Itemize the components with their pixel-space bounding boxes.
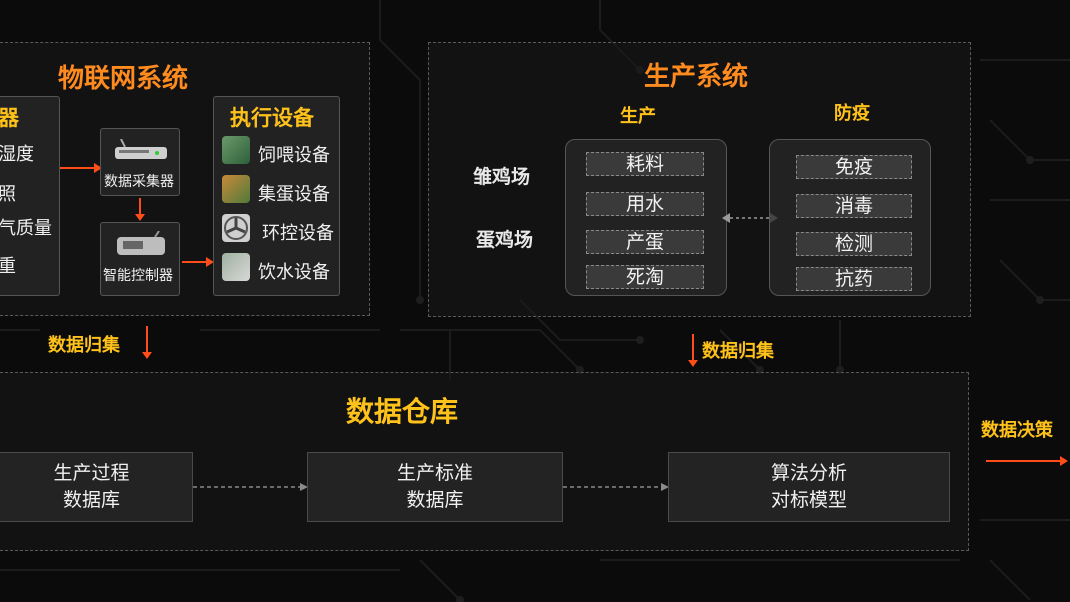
epidemic-item: 抗药 — [796, 267, 912, 291]
water-device-icon — [222, 253, 250, 281]
production-item: 产蛋 — [586, 230, 704, 254]
smart-controller: 智能控制器 — [100, 222, 180, 296]
sensor-item: 空气质量 — [0, 218, 52, 239]
collector-label: 数据采集器 — [104, 174, 174, 190]
sensor-group-heading: 器 — [0, 106, 19, 130]
egg-collecting-device-icon — [222, 175, 250, 203]
production-system-title: 生产系统 — [644, 62, 749, 92]
actuator-item: 环控设备 — [262, 223, 334, 244]
decision-arrow — [986, 456, 1068, 466]
warehouse-panel-line2: 数据库 — [62, 489, 120, 511]
warehouse-panel-line2: 数据库 — [406, 489, 464, 511]
epidemic-item: 检测 — [796, 232, 912, 256]
collect-arrow-left — [142, 326, 152, 359]
data-warehouse-title: 数据仓库 — [346, 395, 459, 428]
epidemic-column-heading: 防疫 — [834, 103, 870, 124]
sensor-item: 光照 — [0, 184, 16, 205]
feeding-device-icon — [222, 136, 250, 164]
production-column-heading: 生产 — [620, 106, 656, 127]
warehouse-flow-arrow — [563, 483, 669, 491]
data-collector: 数据采集器 — [100, 128, 180, 196]
production-item: 耗料 — [586, 152, 704, 176]
warehouse-panel-line2: 对标模型 — [770, 489, 847, 511]
controller-device-icon — [117, 231, 165, 255]
sensor-item: 称重 — [0, 256, 16, 277]
collector-to-controller-arrow — [135, 198, 145, 221]
decision-label: 数据决策 — [981, 420, 1053, 441]
fan-icon — [222, 214, 250, 242]
actuator-item: 集蛋设备 — [258, 184, 330, 205]
collect-arrow-right — [688, 334, 698, 367]
sensor-group — [0, 96, 60, 296]
farm-label: 蛋鸡场 — [476, 229, 534, 251]
collect-label-right: 数据归集 — [702, 341, 774, 362]
farm-label: 雏鸡场 — [473, 166, 531, 188]
warehouse-panel-line1: 生产标准 — [396, 462, 473, 484]
production-item: 死淘 — [586, 265, 704, 289]
sensor-item: 温湿度 — [0, 144, 34, 165]
warehouse-panel-line1: 生产过程 — [53, 462, 130, 484]
warehouse-panel-line1: 算法分析 — [770, 462, 847, 484]
epidemic-item: 免疫 — [796, 155, 912, 179]
collect-label-left: 数据归集 — [48, 335, 120, 356]
actuator-group-heading: 执行设备 — [230, 106, 314, 130]
warehouse-panel: 生产过程 数据库 — [0, 452, 193, 522]
production-item: 用水 — [586, 192, 704, 216]
warehouse-panel: 生产标准 数据库 — [307, 452, 563, 522]
router-icon — [115, 139, 167, 159]
controller-to-actuator-arrow — [182, 257, 214, 267]
actuator-item: 饮水设备 — [258, 262, 330, 283]
controller-label: 智能控制器 — [103, 268, 173, 284]
warehouse-flow-arrow — [193, 483, 308, 491]
sensor-to-collector-arrow — [60, 163, 102, 173]
epidemic-item: 消毒 — [796, 194, 912, 218]
actuator-item: 饲喂设备 — [258, 145, 330, 166]
warehouse-panel: 算法分析 对标模型 — [668, 452, 950, 522]
iot-system-title: 物联网系统 — [58, 64, 189, 94]
